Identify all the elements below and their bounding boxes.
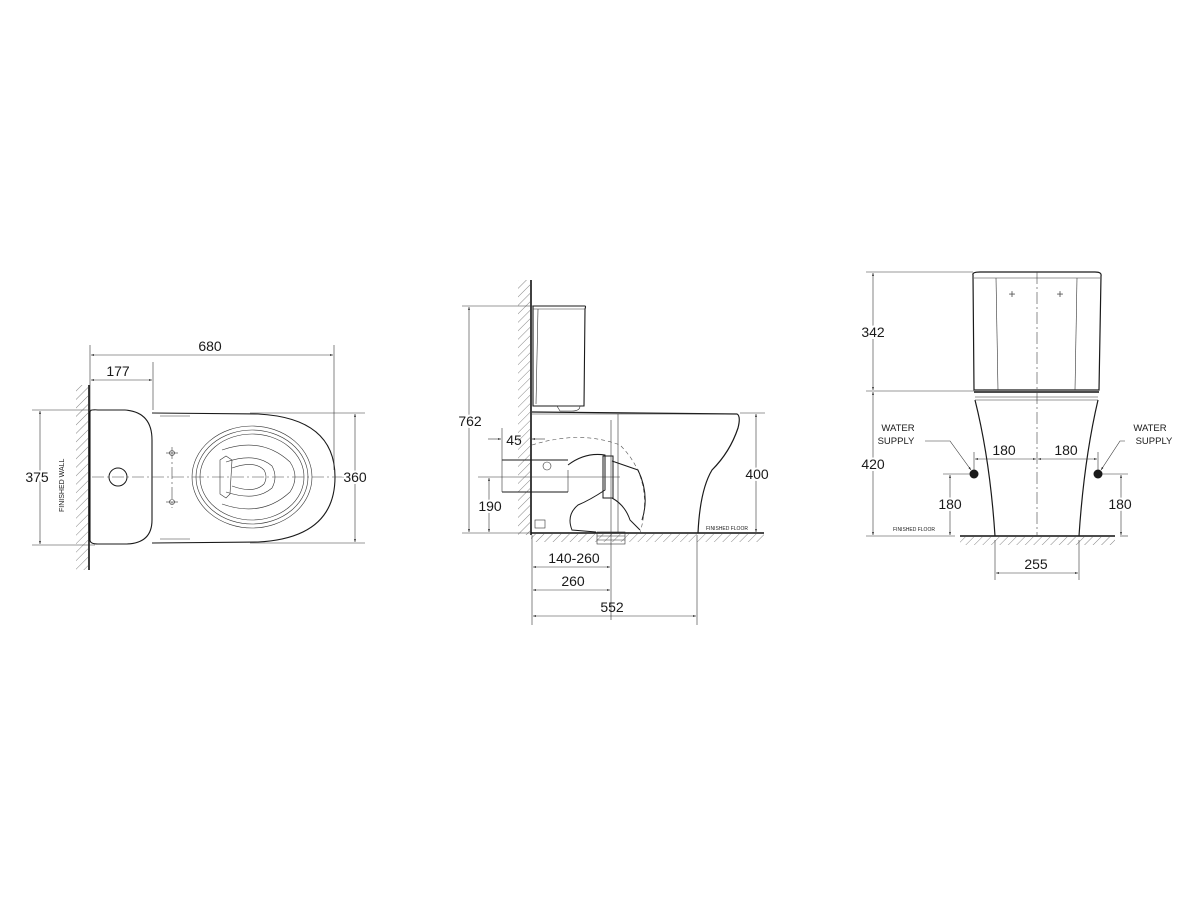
plan-view: FINISHED WALL 680 177 xyxy=(23,338,369,570)
dim-overall-height: 762 xyxy=(458,413,482,429)
water-supply-right-icon xyxy=(1093,469,1103,479)
dim-overall-length: 680 xyxy=(198,338,222,354)
dim-bowl-width: 360 xyxy=(343,469,367,485)
dim-overall-depth: 552 xyxy=(600,599,624,615)
finished-floor-label: FINISHED FLOOR xyxy=(893,527,935,533)
button-mark-icon: + xyxy=(1008,287,1015,301)
dim-pan-height: 420 xyxy=(861,456,885,472)
dim-supply-left-offset: 180 xyxy=(992,442,1016,458)
pan-side-outline xyxy=(531,411,740,534)
dim-base-width: 255 xyxy=(1024,556,1048,572)
trap-bend xyxy=(567,454,606,533)
wall-hatch xyxy=(518,280,530,535)
dim-overall-width: 375 xyxy=(25,469,49,485)
water-supply-right-label-1: WATER xyxy=(1133,423,1166,434)
dim-set-out-range: 140-260 xyxy=(548,550,600,566)
floor-hatch xyxy=(531,534,764,542)
dim-cistern-height: 342 xyxy=(861,324,885,340)
finished-floor-label: FINISHED FLOOR xyxy=(706,526,748,532)
floor-hatch xyxy=(960,537,1115,545)
front-view: FINISHED FLOOR + + WATER SUPPLY WATER SU… xyxy=(859,271,1173,580)
cistern-outline xyxy=(89,409,153,545)
side-view: FINISHED FLOOR 762 xyxy=(456,280,771,625)
dim-wall-gap: 45 xyxy=(506,432,522,448)
dim-supply-right-offset: 180 xyxy=(1054,442,1078,458)
water-supply-left-label-2: SUPPLY xyxy=(878,436,915,447)
wall-hatch xyxy=(76,385,88,570)
button-mark-icon: + xyxy=(1056,287,1063,301)
dim-seat-height: 400 xyxy=(745,466,769,482)
cistern-front xyxy=(972,271,1102,391)
water-supply-right-label-2: SUPPLY xyxy=(1136,436,1173,447)
dim-wall-to-outlet: 177 xyxy=(106,363,130,379)
inlet-circle xyxy=(542,461,552,471)
trap-hidden-outline xyxy=(531,437,645,534)
pan-left-profile xyxy=(974,399,996,537)
water-supply-left-label-1: WATER xyxy=(881,423,914,434)
dim-inlet-height: 190 xyxy=(478,498,502,514)
water-supply-left-icon xyxy=(969,469,979,479)
pan-right-profile xyxy=(1078,399,1099,537)
dim-supply-right-height: 180 xyxy=(1108,496,1132,512)
dim-supply-left-height: 180 xyxy=(938,496,962,512)
dim-set-out: 260 xyxy=(561,573,585,589)
cistern-side xyxy=(532,305,587,407)
finished-wall-label: FINISHED WALL xyxy=(59,458,66,512)
